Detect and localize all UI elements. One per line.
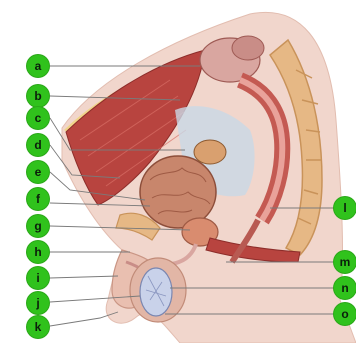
label-g: g — [27, 215, 49, 237]
label-h: h — [27, 241, 49, 263]
label-j: j — [27, 292, 49, 314]
label-n: n — [334, 277, 356, 299]
label-e: e — [27, 161, 49, 183]
label-o: o — [334, 303, 356, 325]
testis — [140, 268, 172, 316]
label-i: i — [27, 267, 49, 289]
label-m: m — [334, 251, 356, 273]
label-b: b — [27, 85, 49, 107]
label-l: l — [334, 197, 356, 219]
label-k: k — [27, 316, 49, 338]
colon-loop — [232, 36, 264, 60]
label-f: f — [27, 188, 49, 210]
label-c: c — [27, 107, 49, 129]
bladder — [140, 156, 216, 228]
label-d: d — [27, 134, 49, 156]
leader-line-i — [50, 276, 118, 278]
seminal-vesicle — [194, 140, 226, 164]
label-a: a — [27, 55, 49, 77]
